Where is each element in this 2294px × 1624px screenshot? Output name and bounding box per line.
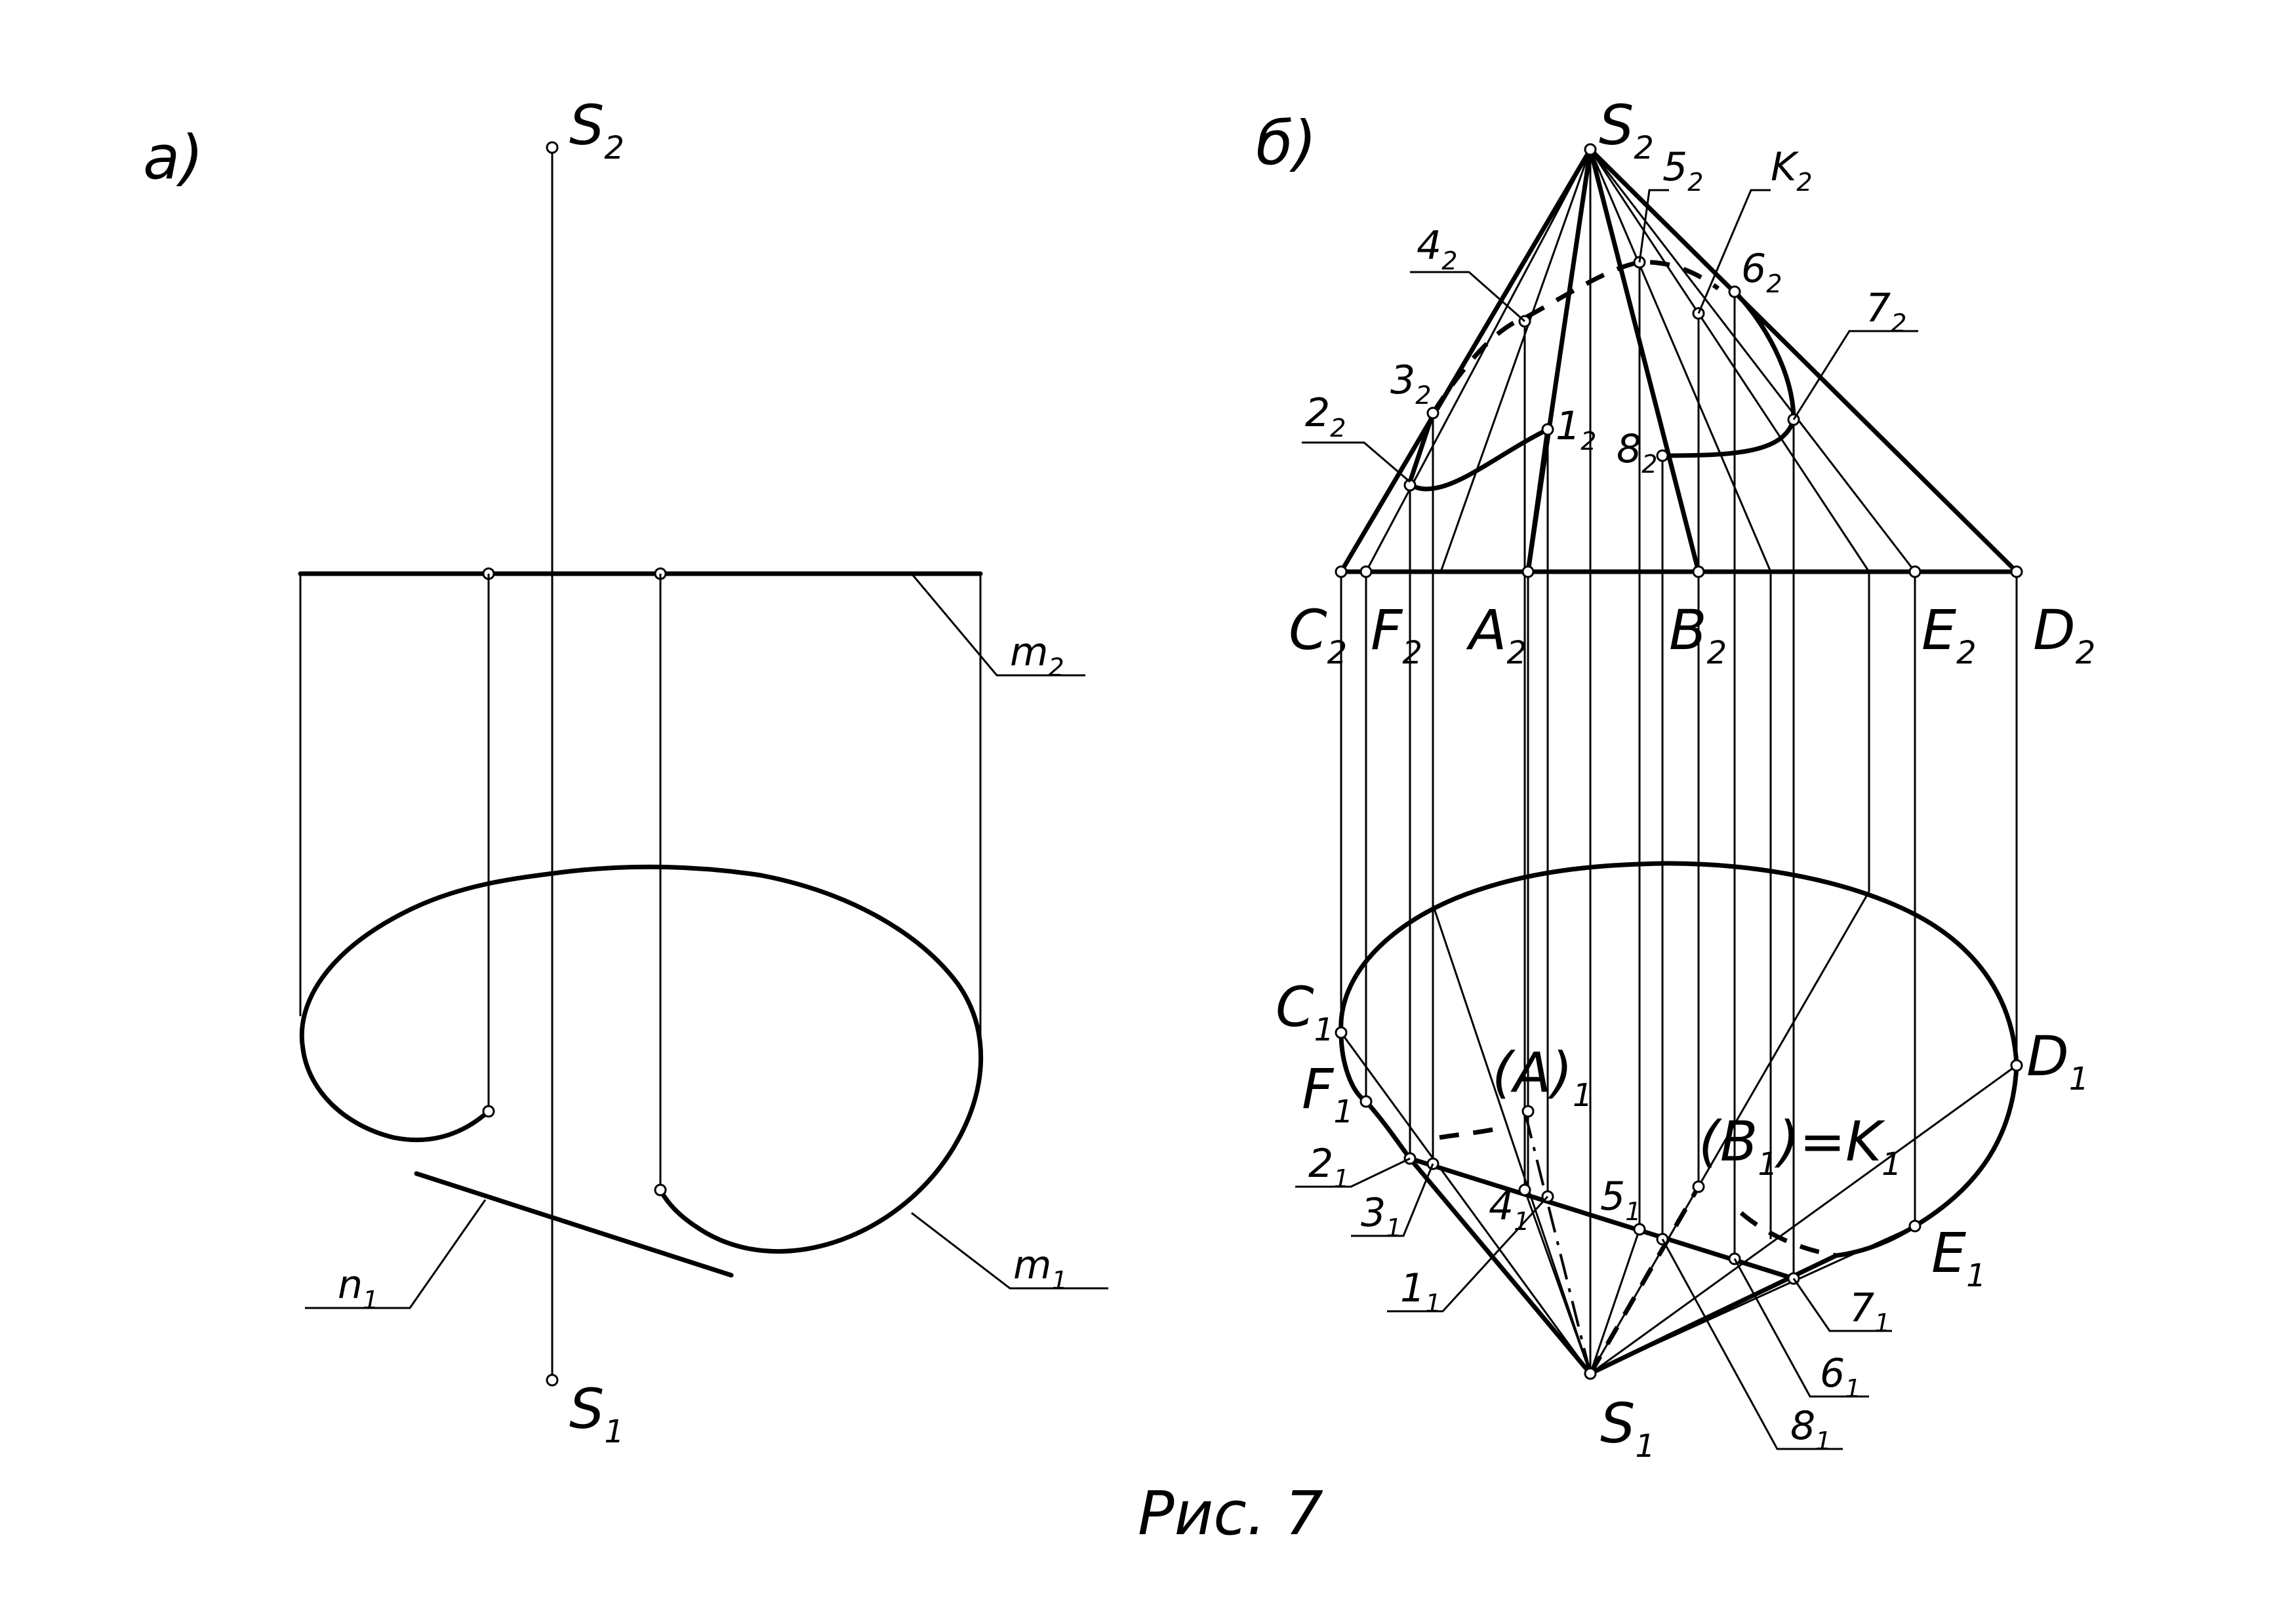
label-c1: C1 [1276,975,1334,1048]
leader-m1 [911,1212,1108,1290]
section-curve-frontal-right [1732,289,1796,422]
label-1-1: 11 [1400,1265,1441,1318]
label-5-2: 52 [1662,144,1703,197]
label-m1: m1 [1013,1242,1068,1295]
figure-caption: Рис. 7 [1138,1478,1323,1549]
label-b-s1: S1 [1600,1391,1655,1465]
label-f2: F2 [1371,598,1422,671]
section-edge-1-a [1525,427,1550,574]
point-m1-end-b [654,1183,667,1197]
label-a-s1: S1 [569,1377,624,1450]
vertical-projection-lines [1340,149,2018,1374]
panel-a-title: а) [143,123,203,193]
section-curve-frontal-left [1407,427,1550,492]
section-curve-frontal-bottom [1660,417,1796,458]
label-5-1: 51 [1600,1174,1641,1226]
generator-s2-c2 [1338,147,1593,574]
point-m1-end-a [482,1105,495,1118]
label-e2: E2 [1922,598,1977,671]
generator-s2-b2 [1588,147,1701,574]
label-e1: E1 [1931,1221,1986,1294]
point-s1 [546,1374,559,1387]
frontal-generators [1365,149,1916,572]
label-1-2: 12 [1556,403,1596,456]
frontal-points [1335,143,2023,578]
label-7-2: 72 [1866,285,1906,338]
generator-s1-a1-hidden [1523,1111,1592,1374]
label-4-1: 41 [1489,1183,1529,1236]
label-d1: D1 [2026,1024,2089,1098]
label-2-1: 21 [1308,1141,1349,1193]
label-6-2: 62 [1741,246,1782,298]
panel-a: а) S2 S1 m2 m1 [143,93,1108,1450]
label-8-1: 81 [1790,1403,1831,1456]
label-4-2: 42 [1417,223,1457,275]
panel-b: б) [1256,93,2095,1465]
label-3-2: 32 [1390,357,1431,410]
label-n1: n1 [338,1262,378,1315]
horizontal-generators [1340,891,2017,1375]
label-m2: m2 [1010,629,1064,682]
leader-n1 [305,1199,487,1309]
generator-s1-left [1407,1156,1593,1376]
leader-lines [1295,189,1918,1450]
label-d2: D2 [2033,598,2095,671]
label-7-1: 71 [1849,1285,1890,1337]
generator-s1-b1-hidden [1588,1185,1701,1375]
base-curve-hidden-b [1739,1211,1837,1258]
section-edge-left [1407,410,1436,485]
label-b1-k1: (B1)=K1 [1699,1109,1902,1183]
label-b2: B2 [1669,598,1727,671]
label-6-1: 61 [1820,1351,1861,1403]
leader-m2 [910,573,1085,677]
label-3-1: 31 [1361,1190,1401,1242]
label-a-s2: S2 [569,93,624,167]
section-curve-frontal-hidden [1431,260,1720,414]
panel-b-title: б) [1256,108,1317,178]
base-curve-top [1338,861,2019,1068]
label-f1: F1 [1302,1057,1354,1130]
label-8-2: 82 [1617,426,1657,479]
base-curve-hidden-a [1439,1125,1502,1140]
generator-s2-d2 [1588,147,2019,574]
label-a2: A2 [1466,598,1527,671]
line-n1 [414,1171,734,1278]
horizontal-points [1335,1026,2023,1380]
label-b-s2: S2 [1599,93,1654,167]
label-a1: (A)1 [1492,1040,1593,1114]
label-c2: C2 [1289,598,1347,671]
curve-m1 [299,864,984,1254]
label-k2: K2 [1771,144,1813,197]
label-2-2: 22 [1305,390,1346,443]
point-s2 [546,141,559,154]
